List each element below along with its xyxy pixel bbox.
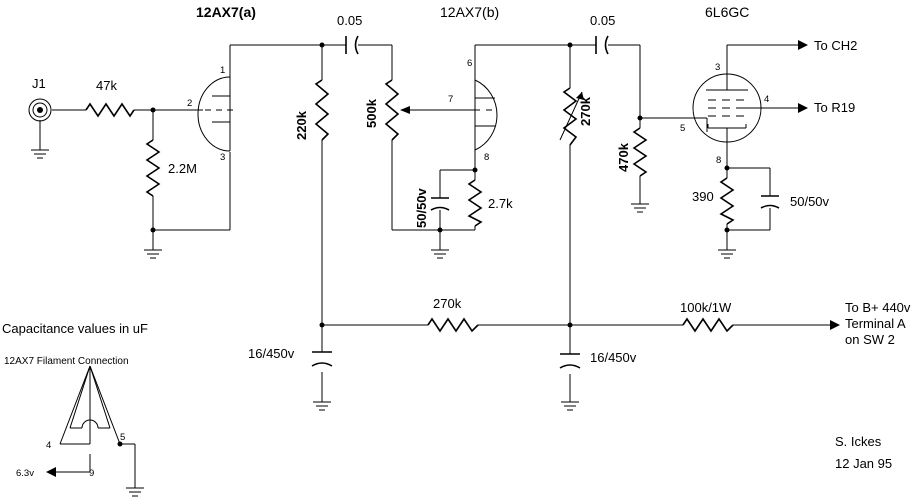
wiring (39, 44, 830, 488)
resistor-270k-plate (562, 87, 578, 146)
pin-label: 6 (467, 58, 472, 69)
capacitor-filter-1-label: 16/450v (248, 346, 295, 361)
resistor-270k-plate-label: 270k (578, 96, 593, 126)
resistor-220k (314, 79, 330, 141)
resistors (85, 79, 735, 333)
capacitor-bypass-v3-label: 50/50v (790, 194, 830, 209)
capacitor-bypass-v2 (430, 197, 450, 211)
tube-v1 (197, 76, 233, 152)
pin-label: 8 (484, 152, 489, 163)
resistor-270k-rail-label: 270k (433, 296, 462, 311)
filament-title: 12AX7 Filament Connection (4, 356, 129, 367)
arrow-right-icon (798, 40, 808, 50)
resistor-270k-rail (427, 317, 479, 333)
ground-icon (630, 203, 650, 213)
resistor-2k7 (467, 179, 483, 227)
connector-label: J1 (32, 76, 46, 91)
ground-icon (125, 487, 145, 497)
ground-icon (717, 249, 737, 259)
tube-v2 (462, 79, 498, 151)
capacitor-coupling-1-label: 0.05 (337, 13, 362, 28)
tube-v3 (692, 73, 762, 143)
author-label: S. Ickes (835, 434, 882, 449)
capacitor-coupling-2 (595, 35, 609, 55)
arrow-left-icon (46, 467, 56, 477)
capacitor-coupling-1 (345, 35, 359, 55)
resistor-2m2 (145, 139, 161, 197)
pin-label: 3 (220, 152, 225, 163)
pin-label: 4 (764, 94, 769, 105)
ground-icon (143, 249, 163, 259)
resistor-2m2-label: 2.2M (168, 161, 197, 176)
filament-diagram (59, 365, 121, 445)
tube-v2-label: 12AX7(b) (440, 4, 499, 20)
pin-label: 1 (220, 65, 225, 76)
resistor-220k-label: 220k (294, 110, 309, 140)
filament-voltage-label: 6.3v (16, 468, 34, 479)
resistor-470k (632, 127, 648, 177)
capacitor-coupling-2-label: 0.05 (590, 13, 615, 28)
resistor-390-label: 390 (692, 189, 714, 204)
tube-v3-label: 6L6GC (705, 4, 749, 20)
tube-v1-label: 12AX7(a) (196, 4, 256, 20)
arrow-right-icon (830, 320, 840, 330)
capacitor-bypass-v3 (760, 195, 780, 209)
pin-label: 3 (715, 62, 720, 73)
output-arrows (46, 40, 840, 477)
supply-label-line3: on SW 2 (845, 332, 895, 347)
pin-label: 2 (187, 98, 192, 109)
ground-icon (560, 401, 580, 411)
resistor-100k-label: 100k/1W (680, 300, 732, 315)
filament-pin-label: 9 (89, 468, 94, 479)
date-label: 12 Jan 95 (835, 456, 892, 471)
capacitor-bypass-v2-label: 50/50v (414, 187, 429, 228)
resistor-47k (85, 102, 135, 118)
filament-pin-label: 4 (46, 440, 51, 451)
input-jack (28, 98, 52, 122)
ground-icon (312, 401, 332, 411)
resistor-47k-label: 47k (96, 78, 117, 93)
supply-label-line2: Terminal A (845, 316, 906, 331)
resistor-100k (682, 317, 734, 333)
output-r19-label: To R19 (814, 100, 855, 115)
ground-icon (30, 149, 50, 159)
resistor-2k7-label: 2.7k (488, 196, 513, 211)
filament-pin-label: 5 (120, 432, 125, 443)
capacitors (311, 35, 780, 369)
capacitor-filter-1 (311, 351, 333, 367)
resistor-390 (719, 177, 735, 225)
supply-label-line1: To B+ 440v (845, 300, 911, 315)
pin-label: 8 (716, 155, 721, 166)
potentiometer-500k (384, 79, 400, 141)
capacitor-filter-2-label: 16/450v (590, 350, 637, 365)
output-ch2-label: To CH2 (814, 38, 857, 53)
junction-dots (117, 42, 730, 447)
potentiometer-label: 500k (364, 98, 379, 128)
capacitance-note: Capacitance values in uF (2, 321, 148, 336)
pin-label: 5 (680, 123, 685, 134)
ground-icon (430, 249, 450, 259)
capacitor-filter-2 (559, 353, 581, 369)
pin-label: 7 (448, 94, 453, 105)
resistor-470k-label: 470k (616, 142, 631, 172)
arrow-right-icon (798, 103, 808, 113)
